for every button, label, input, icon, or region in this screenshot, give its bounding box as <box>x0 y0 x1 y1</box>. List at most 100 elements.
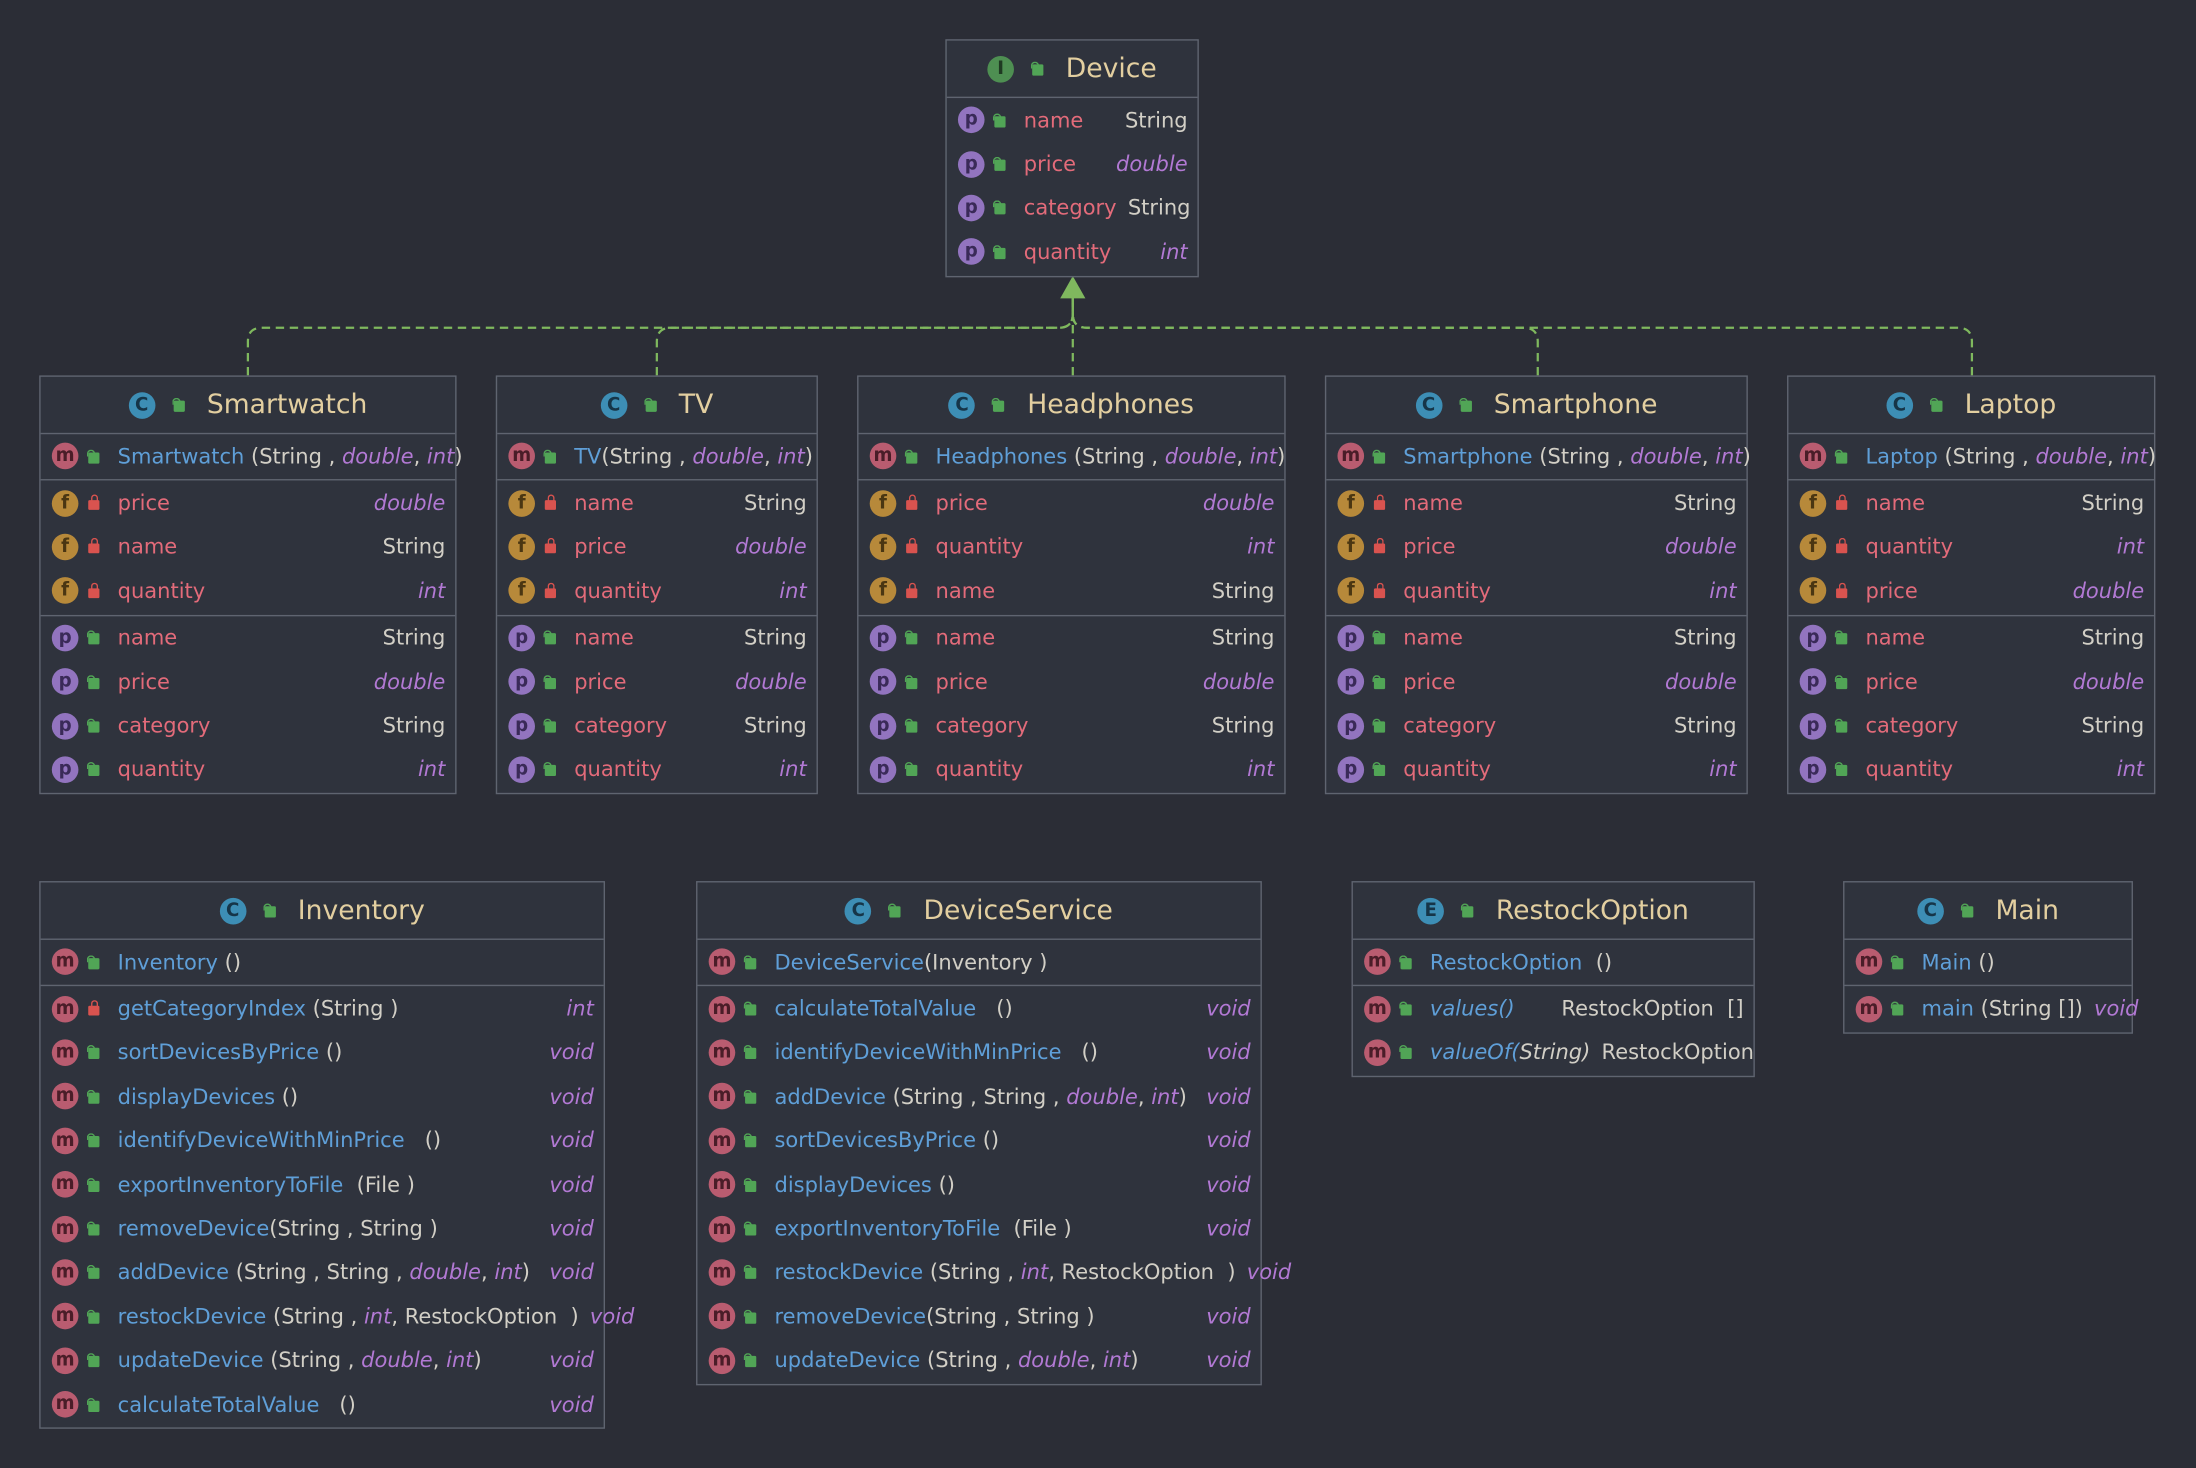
public-unlock-icon <box>86 1177 102 1192</box>
class-title: Headphones <box>1027 389 1194 421</box>
class-title: Inventory <box>297 895 425 926</box>
public-unlock-icon <box>743 1089 759 1104</box>
param-text: ( <box>601 443 610 469</box>
constructor-name: Smartwatch <box>117 443 245 469</box>
field-type: int <box>2116 534 2145 560</box>
field-icon: f <box>508 577 535 605</box>
method-icon: m <box>1364 995 1391 1022</box>
param-text: , <box>480 1259 495 1286</box>
public-unlock-icon <box>262 903 278 918</box>
field-icon: f <box>508 489 535 517</box>
method-icon: m <box>1364 948 1391 976</box>
public-unlock-icon <box>992 200 1008 215</box>
param-text: int <box>1151 1083 1179 1110</box>
property-icon: p <box>1799 668 1827 695</box>
private-lock-icon <box>543 582 558 598</box>
